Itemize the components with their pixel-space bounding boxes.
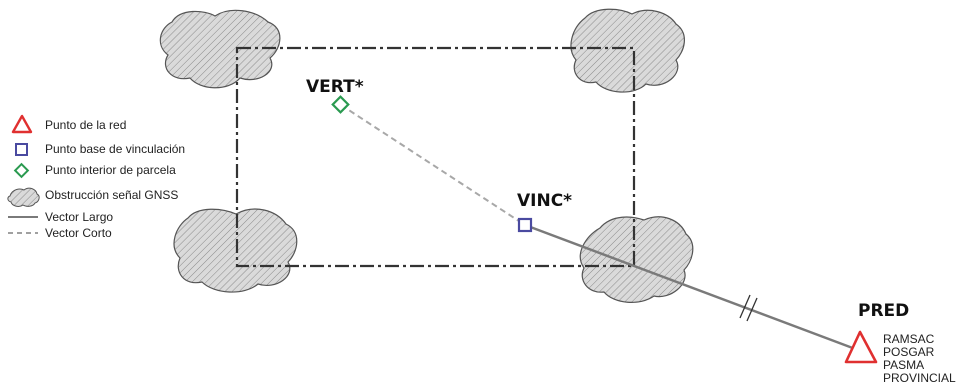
break-mark <box>739 294 758 322</box>
cloud-icon <box>7 187 40 207</box>
pred-label: PRED <box>858 301 909 321</box>
legend-label-long-vector: Vector Largo <box>45 210 113 224</box>
pred-network-3: PROVINCIAL <box>883 371 956 385</box>
pred-network-0: RAMSAC <box>883 332 935 346</box>
pred-point-marker <box>844 330 878 364</box>
blue-square-icon <box>15 143 28 156</box>
legend-label-network-point: Punto de la red <box>45 118 126 132</box>
obstruction-top-right <box>570 8 685 93</box>
obstruction-bottom-right <box>579 216 694 303</box>
pred-network-2: PASMA <box>883 358 924 372</box>
legend-label-interior-point: Punto interior de parcela <box>45 163 176 177</box>
vert-point-marker <box>331 95 350 114</box>
legend-label-base-point: Punto base de vinculación <box>45 142 185 156</box>
vert-label: VERT* <box>306 77 364 97</box>
vector-short <box>340 104 526 226</box>
parcel-boundary <box>235 46 636 268</box>
legend-label-obstruction: Obstrucción señal GNSS <box>45 188 178 202</box>
vector-long <box>524 223 859 352</box>
green-diamond-icon <box>13 162 30 179</box>
obstruction-top-left <box>159 9 281 89</box>
legend-label-short-vector: Vector Corto <box>45 226 112 240</box>
vinc-label: VINC* <box>517 191 572 211</box>
obstruction-bottom-left <box>173 208 298 293</box>
legend: Punto de la red Punto base de vinculació… <box>7 114 185 240</box>
vinc-point-marker <box>517 217 533 233</box>
pred-network-1: POSGAR <box>883 345 935 359</box>
red-triangle-icon <box>11 114 33 134</box>
